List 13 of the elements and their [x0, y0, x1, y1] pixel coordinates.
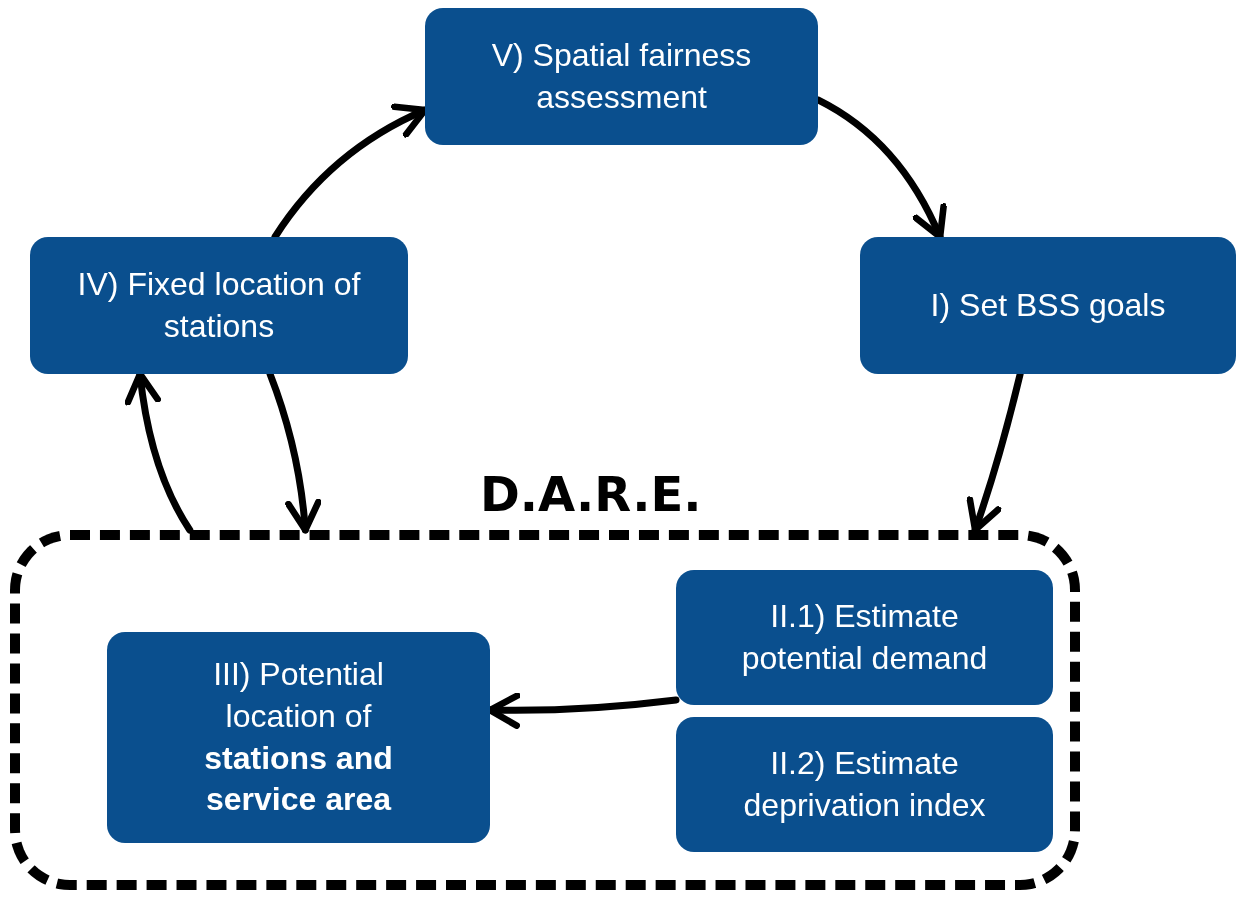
process-box	[860, 237, 1236, 374]
box-text: IV) Fixed location of stations	[76, 264, 362, 346]
box-text: III) Potential location of stations and service area	[203, 655, 394, 820]
box-text: II.1) Estimate potential demand	[740, 596, 989, 678]
box-text: I) Set BSS goals	[930, 285, 1166, 325]
box-text: V) Spatial fairness assessment	[490, 35, 753, 117]
region-title: D.A.R.E.	[480, 465, 702, 524]
process-box	[425, 8, 818, 145]
process-box	[676, 717, 1053, 852]
process-box	[107, 632, 490, 843]
box-text: II.2) Estimate deprivation index	[742, 743, 987, 825]
process-box	[676, 570, 1053, 705]
process-box	[30, 237, 408, 374]
